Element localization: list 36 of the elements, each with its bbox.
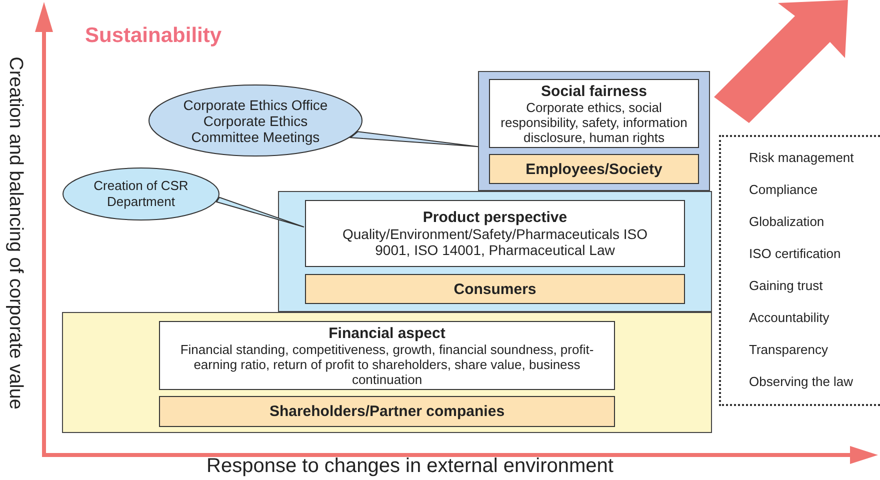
list-item: Observing the law — [749, 373, 854, 391]
title: Sustainability — [85, 24, 222, 48]
heading: Social fairness — [541, 82, 647, 100]
list-item: Gaining trust — [749, 277, 824, 295]
stakeholder-label: Employees/Society — [526, 160, 662, 178]
list-item: Transparency — [749, 341, 829, 359]
axis-label: Response to changes in external environment — [206, 455, 614, 478]
social-band — [478, 71, 710, 191]
stakeholder-box — [159, 396, 615, 427]
description: Quality/Environment/Safety/Pharmaceuticals ISO 9001, ISO 14001, Pharmaceutical Law — [341, 226, 649, 258]
aspect-box — [305, 200, 685, 267]
list-item: ISO certification — [749, 245, 842, 263]
stakeholder-label: Shareholders/Partner companies — [269, 403, 505, 420]
aspect-box — [159, 321, 615, 390]
list-item: Accountability — [749, 309, 830, 327]
axis-label: Creation and balancing of corporate value — [4, 56, 26, 412]
stakeholder-box — [305, 274, 685, 304]
stakeholder-box — [489, 154, 699, 184]
aspect-box — [489, 79, 699, 148]
callout-tail — [216, 196, 304, 228]
callout-tail — [349, 131, 478, 148]
callout-text: Creation of CSR Department — [92, 178, 190, 210]
product-band — [278, 191, 712, 312]
financial-band — [62, 312, 712, 433]
description: Financial standing, competitiveness, growth, financial soundness, profit-earning ratio, return of profit to shareholders, share value, business continuation — [179, 342, 595, 386]
description: Corporate ethics, social responsibility, safety, information disclosure, human rights — [500, 100, 688, 144]
callout-bubble — [148, 84, 363, 157]
callout-text: Corporate Ethics Office Corporate Ethics Committee Meetings — [182, 96, 329, 144]
dotted-list-box — [719, 135, 880, 406]
list-item: Risk management — [749, 149, 855, 167]
stakeholder-label: Consumers — [454, 280, 536, 298]
list-item: Globalization — [749, 213, 826, 231]
heading: Financial aspect — [328, 324, 446, 342]
callout-bubble — [62, 167, 220, 221]
heading: Product perspective — [422, 209, 568, 226]
list-item: Compliance — [749, 181, 819, 199]
